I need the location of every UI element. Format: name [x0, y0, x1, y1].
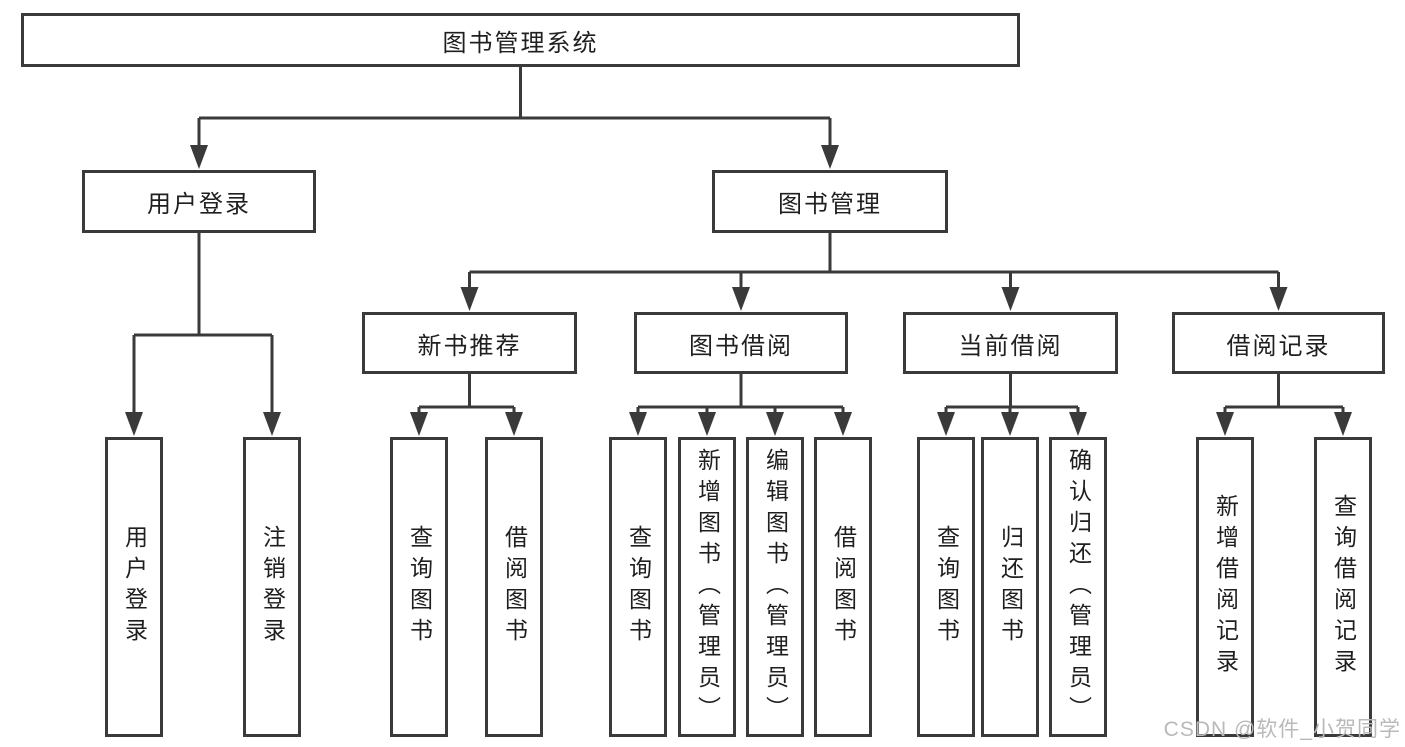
leaf-bb-edit-books-admin-label: 编辑图书（管理员）	[762, 447, 789, 727]
leaf-cb-query-books-label: 查询图书	[933, 525, 960, 649]
csdn-watermark: CSDN @软件_小贺同学	[1163, 718, 1401, 741]
leaf-br-query-record: 查询借阅记录	[1314, 437, 1372, 737]
leaf-rec-query-books: 查询图书	[390, 437, 448, 737]
node-new-book-recommend: 新书推荐	[362, 312, 577, 374]
leaf-logout-label: 注销登录	[259, 525, 286, 649]
node-root: 图书管理系统	[21, 13, 1020, 67]
leaf-rec-query-books-label: 查询图书	[406, 525, 433, 649]
arrowheads	[125, 145, 1352, 436]
node-root-label: 图书管理系统	[442, 29, 599, 57]
leaf-cb-return-books: 归还图书	[981, 437, 1039, 737]
node-book-management-label: 图书管理	[778, 191, 882, 218]
tree-edges	[132, 67, 1345, 415]
node-user-login: 用户登录	[82, 170, 316, 233]
node-user-login-label: 用户登录	[147, 191, 251, 218]
leaf-logout: 注销登录	[243, 437, 301, 737]
leaf-cb-confirm-return-admin: 确认归还（管理员）	[1049, 437, 1107, 737]
leaf-bb-add-books-admin-label: 新增图书（管理员）	[694, 447, 721, 727]
node-current-borrowing: 当前借阅	[903, 312, 1118, 374]
leaf-bb-add-books-admin: 新增图书（管理员）	[678, 437, 736, 737]
leaf-cb-return-books-label: 归还图书	[997, 525, 1024, 649]
node-book-management: 图书管理	[712, 170, 948, 233]
leaf-bb-query-books: 查询图书	[609, 437, 667, 737]
node-current-borrowing-label: 当前借阅	[958, 332, 1063, 360]
node-borrowing-records-label: 借阅记录	[1226, 332, 1331, 360]
leaf-cb-query-books: 查询图书	[917, 437, 975, 737]
leaf-br-add-record-label: 新增借阅记录	[1212, 494, 1239, 680]
leaf-bb-borrow-books-label: 借阅图书	[830, 525, 857, 649]
leaf-rec-borrow-books: 借阅图书	[485, 437, 543, 737]
leaf-bb-query-books-label: 查询图书	[625, 525, 652, 649]
node-book-borrowing: 图书借阅	[634, 312, 848, 374]
leaf-cb-confirm-return-admin-label: 确认归还（管理员）	[1065, 447, 1092, 727]
leaf-br-query-record-label: 查询借阅记录	[1330, 494, 1357, 680]
node-book-borrowing-label: 图书借阅	[689, 332, 793, 360]
leaf-user-login-label: 用户登录	[121, 525, 148, 649]
leaf-bb-borrow-books: 借阅图书	[814, 437, 872, 737]
node-new-book-recommend-label: 新书推荐	[417, 332, 522, 360]
leaf-bb-edit-books-admin: 编辑图书（管理员）	[746, 437, 804, 737]
leaf-rec-borrow-books-label: 借阅图书	[501, 525, 528, 649]
node-borrowing-records: 借阅记录	[1172, 312, 1385, 374]
leaf-br-add-record: 新增借阅记录	[1196, 437, 1254, 737]
leaf-user-login: 用户登录	[105, 437, 163, 737]
